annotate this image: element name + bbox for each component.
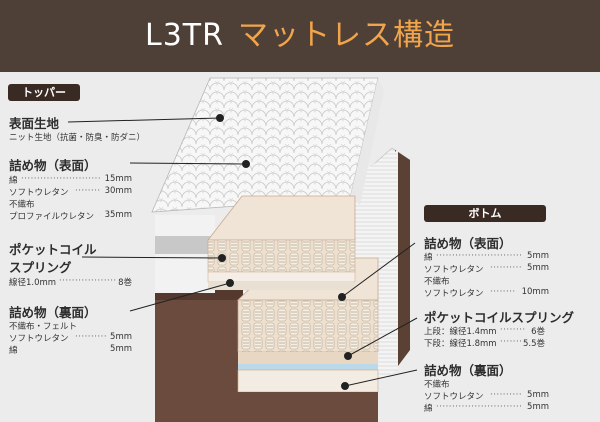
- leader-dot: [216, 114, 224, 122]
- bottom-fill-top-title: 詰め物（表面）: [424, 236, 512, 251]
- row-name: ソフトウレタン: [424, 392, 484, 402]
- row-name: ソフトウレタン: [9, 334, 69, 344]
- row-dots: ·····: [99, 210, 100, 220]
- row-dots: ··················: [59, 276, 117, 286]
- row-dots: ··········: [490, 390, 521, 400]
- row-name: 線径1.0mm: [9, 278, 57, 288]
- row-name: 不織布・フェルト: [9, 322, 78, 332]
- row-name: 不織布: [9, 200, 35, 210]
- bottom-pocket-coil-title: ポケットコイルスプリング: [424, 310, 575, 325]
- leader-surface: [67, 117, 221, 123]
- topper-right-edge: [350, 78, 384, 205]
- topper-base-layer: [208, 282, 355, 290]
- row-value: 15mm: [104, 174, 132, 184]
- row-value: 5mm: [527, 263, 549, 273]
- bottom-fill-bottom-layer: [237, 369, 379, 393]
- row-name: 上段：線径1.4mm: [424, 327, 497, 337]
- row-dots: ········: [500, 325, 526, 335]
- leader-bottom-fill-bottom: [344, 369, 418, 387]
- row-value: 5mm: [110, 332, 132, 342]
- topper-fill-bottom-title: 詰め物（裏面）: [9, 305, 97, 320]
- row-name: プロファイルウレタン: [9, 212, 95, 222]
- row-value: 5mm: [527, 390, 549, 400]
- header-bar: [0, 0, 600, 72]
- row-dots: ··········: [75, 332, 108, 342]
- bottom-tag: ボトム: [424, 205, 546, 222]
- row-dots: ······························: [436, 251, 521, 261]
- row-value: 5.5巻: [522, 339, 545, 349]
- row-value: 10mm: [521, 287, 549, 297]
- leader-dot: [218, 254, 226, 262]
- page-title: L3TR マットレス構造: [0, 0, 600, 72]
- bottom-felt-layer: [238, 352, 378, 364]
- row-name: 綿: [9, 346, 18, 356]
- leader-bottom-fill-top: [341, 242, 416, 298]
- bottom-base: [238, 392, 378, 422]
- topper-surface-desc: ニット生地（抗菌・防臭・防ダニ）: [9, 133, 146, 143]
- bottom-front-face: [155, 282, 243, 422]
- row-dots: ·········: [75, 186, 100, 196]
- leader-dot: [242, 160, 250, 168]
- leader-dot: [341, 382, 349, 390]
- row-name: 不織布: [424, 380, 450, 390]
- row-name: 綿: [424, 404, 433, 414]
- row-name: 綿: [9, 176, 18, 186]
- row-value: 35mm: [104, 210, 132, 220]
- bottom-right-face: [395, 150, 410, 370]
- mattress-illustration: [0, 72, 600, 422]
- row-dots: ········: [490, 287, 515, 297]
- topper-pocket-coil-title-1: ポケットコイル: [9, 242, 97, 257]
- row-name: ソフトウレタン: [424, 265, 484, 275]
- topper-front-band: [155, 236, 215, 254]
- bottom-urethane-layer: [238, 364, 378, 370]
- leader-lines: [67, 114, 418, 390]
- topper-pocket-coil-title-2: スプリング: [9, 260, 72, 275]
- row-name: ソフトウレタン: [9, 188, 69, 198]
- row-value: 6巻: [531, 327, 545, 337]
- row-dots: ······························: [436, 402, 521, 412]
- row-name: ソフトウレタン: [424, 289, 484, 299]
- row-name: 不織布: [424, 277, 450, 287]
- row-dots: ·······: [500, 337, 521, 347]
- topper-fill-top-title: 詰め物（表面）: [9, 158, 97, 173]
- row-value: 8巻: [118, 278, 132, 288]
- row-value: 5mm: [527, 402, 549, 412]
- leader-pocket-coil: [81, 256, 223, 259]
- leader-fill-bottom: [129, 282, 231, 312]
- leader-fill-top: [129, 162, 247, 165]
- row-value: 30mm: [104, 186, 132, 196]
- leader-dot: [338, 293, 346, 301]
- mattress-cross-section-svg: [67, 77, 418, 422]
- leader-dot: [344, 352, 352, 360]
- row-name: 下段：線径1.8mm: [424, 339, 497, 349]
- bottom-fill-bottom-title: 詰め物（裏面）: [424, 363, 512, 378]
- model-name: L3TR: [145, 18, 224, 53]
- topper-unit: [151, 77, 384, 293]
- leader-dot: [226, 279, 234, 287]
- row-name: 綿: [424, 253, 433, 263]
- topper-tag: トッパー: [8, 84, 80, 101]
- topper-coil-layer: [207, 239, 356, 273]
- topper-surface-title: 表面生地: [9, 116, 60, 131]
- leader-bottom-coil: [347, 317, 418, 357]
- title-text: マットレス構造: [237, 18, 455, 53]
- topper-quilt-surface: [151, 77, 379, 213]
- row-value: 5mm: [110, 344, 132, 354]
- bottom-coil-layer: [237, 299, 379, 353]
- row-value: 5mm: [527, 251, 549, 261]
- row-dots: ··········: [490, 263, 521, 273]
- row-dots: ·······························: [21, 174, 100, 184]
